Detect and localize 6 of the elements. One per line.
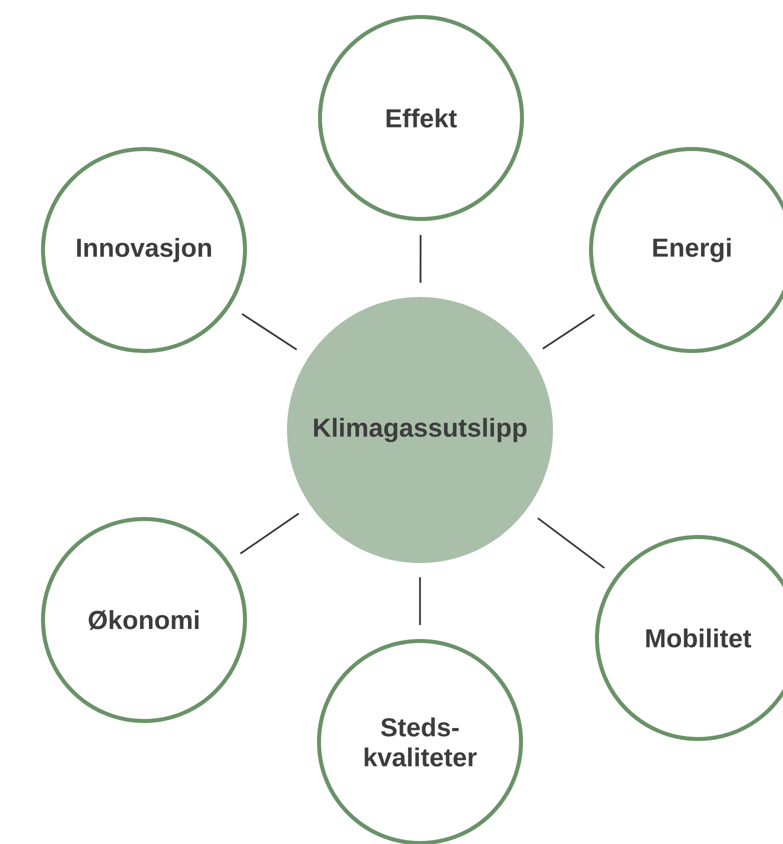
connector-line bbox=[242, 313, 298, 350]
connector-line bbox=[419, 577, 421, 625]
connector-line bbox=[537, 517, 605, 569]
connector-line bbox=[240, 512, 300, 554]
connector-line bbox=[420, 235, 422, 283]
connector-line bbox=[542, 314, 595, 350]
